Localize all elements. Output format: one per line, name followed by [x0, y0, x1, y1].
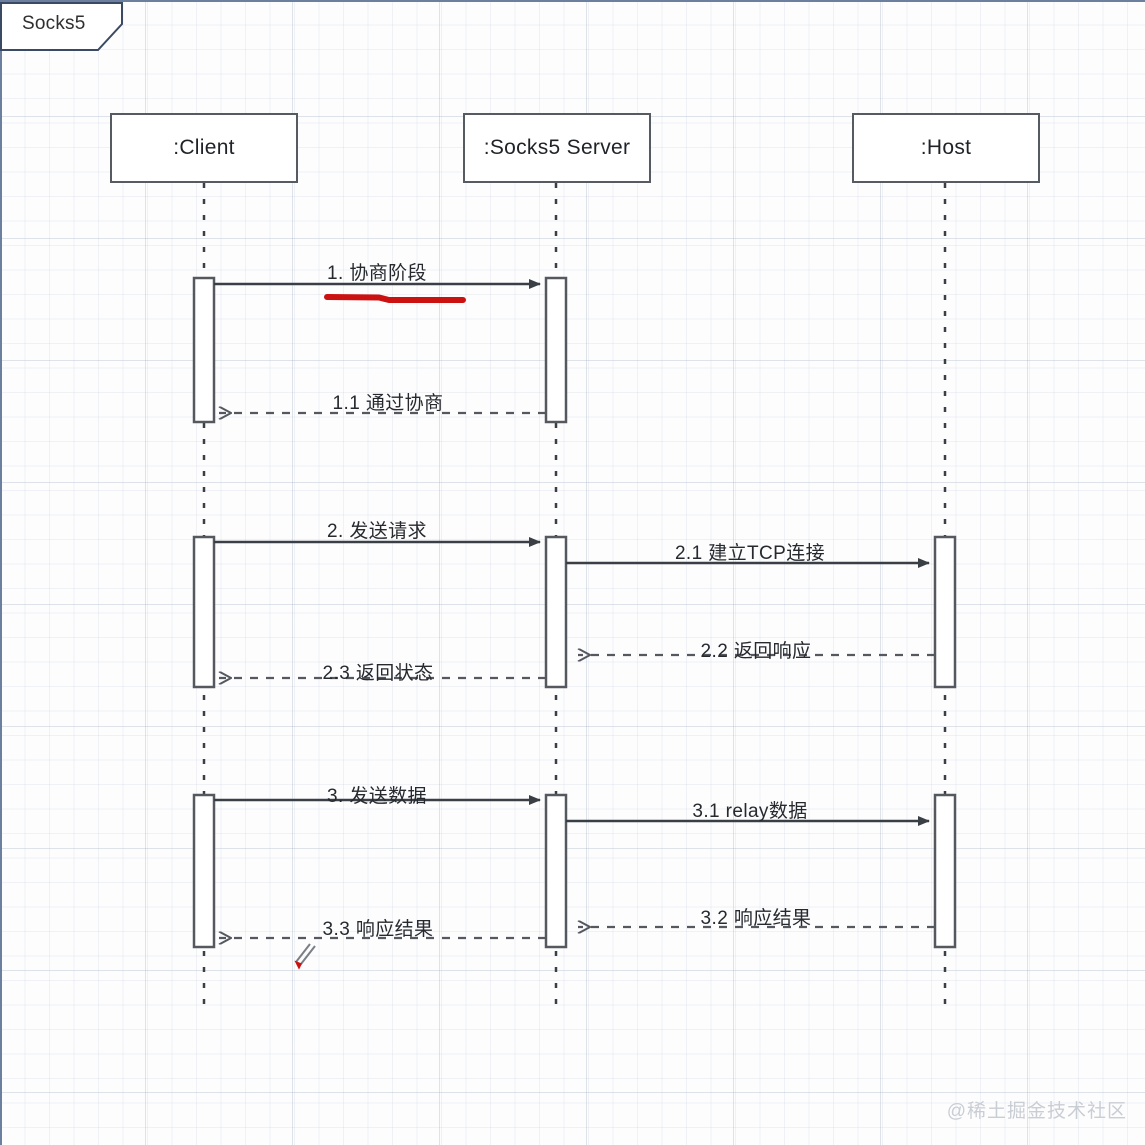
watermark: @稀土掘金技术社区 — [946, 1101, 1127, 1122]
frame-border-top — [0, 0, 1145, 2]
message-label-m2_1: 2.1 建立TCP连接 — [674, 543, 826, 564]
message-label-m3_2: 3.2 响应结果 — [700, 908, 812, 929]
message-label-m2_2: 2.2 返回响应 — [700, 641, 812, 662]
message-label-m3_1: 3.1 relay数据 — [692, 801, 808, 822]
lifeline-header-client-label: :Client — [173, 136, 235, 159]
lifeline-header-server-label: :Socks5 Server — [483, 136, 631, 159]
message-label-m3: 3. 发送数据 — [327, 786, 427, 807]
activation-bar-client-5[interactable] — [192, 793, 216, 949]
activation-bar-server-3[interactable] — [544, 535, 568, 689]
lifeline-header-client[interactable]: :Client — [110, 113, 298, 183]
activation-bar-client-0[interactable] — [192, 276, 216, 424]
frame-tab-shape — [0, 2, 123, 51]
frame-border-left — [0, 0, 2, 1145]
lifeline-header-host[interactable]: :Host — [852, 113, 1040, 183]
lifeline-header-host-label: :Host — [920, 136, 972, 159]
activation-bar-host-7[interactable] — [933, 793, 957, 949]
message-label-m1: 1. 协商阶段 — [327, 263, 427, 284]
message-label-m2_3: 2.3 返回状态 — [322, 663, 434, 684]
message-arrows-group — [214, 279, 935, 938]
lifeline-dashes-group — [202, 183, 947, 1015]
activation-bar-server-6[interactable] — [544, 793, 568, 949]
red-pen-cursor-icon — [294, 943, 316, 970]
lifeline-header-server[interactable]: :Socks5 Server — [463, 113, 651, 183]
red-underline-annotation — [324, 294, 466, 303]
activation-bar-host-4[interactable] — [933, 535, 957, 689]
message-label-m3_3: 3.3 响应结果 — [322, 919, 434, 940]
message-label-m1_1: 1.1 通过协商 — [332, 393, 444, 414]
frame-label: Socks5 — [22, 13, 86, 34]
activation-bar-server-1[interactable] — [544, 276, 568, 424]
activation-bars-group — [192, 276, 957, 949]
message-label-m2: 2. 发送请求 — [327, 521, 427, 542]
activation-bar-client-2[interactable] — [192, 535, 216, 689]
